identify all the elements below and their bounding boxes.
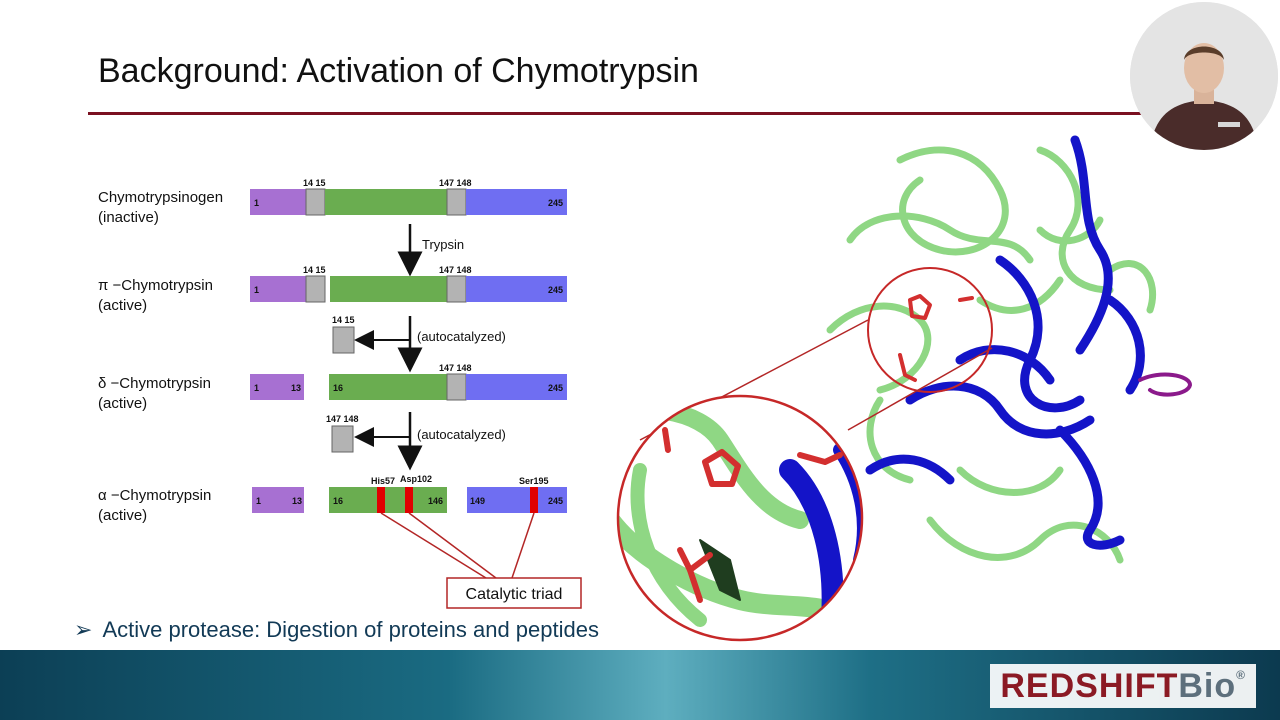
residue-1-alpha: 1 [256, 496, 261, 506]
logo-registered-mark: ® [1236, 668, 1246, 682]
label-his57: His57 [371, 476, 395, 486]
residue-16-alpha: 16 [333, 496, 343, 506]
logo-bio: Bio [1178, 666, 1237, 705]
row-label-delta: δ −Chymotrypsin [98, 375, 211, 392]
residue-1: 1 [254, 198, 259, 208]
bar-pi-chymotrypsin [250, 275, 567, 303]
residue-245-alpha: 245 [548, 496, 563, 506]
residue-1-pi: 1 [254, 285, 259, 295]
step-autocatalyzed-1: (autocatalyzed) [417, 329, 506, 344]
row-state-chymotrypsinogen: (inactive) [98, 209, 159, 226]
residue-16-delta: 16 [333, 383, 343, 393]
residue-13-delta: 13 [291, 383, 301, 393]
residue-245: 245 [548, 198, 563, 208]
cleaved-dipeptide-14-15 [332, 326, 355, 354]
bullet-active-protease: ➢Active protease: Digestion of proteins … [74, 617, 599, 642]
residue-13-alpha: 13 [292, 496, 302, 506]
arrowhead-bullet-icon: ➢ [74, 617, 93, 642]
bar-alpha-chymotrypsin [252, 487, 567, 513]
row-state-delta: (active) [98, 395, 147, 412]
row-label-alpha: α −Chymotrypsin [98, 487, 211, 504]
row-label-chymotrypsinogen: Chymotrypsinogen [98, 189, 223, 206]
label-ser195: Ser195 [519, 476, 549, 486]
residue-245-pi: 245 [548, 285, 563, 295]
cleaved-label-147-148: 147 148 [326, 414, 359, 424]
position-147-148-pi: 147 148 [439, 265, 472, 275]
residue-146-alpha: 146 [428, 496, 443, 506]
slide-title: Background: Activation of Chymotrypsin [98, 52, 699, 90]
cleaved-dipeptide-147-148 [331, 425, 354, 453]
cleaved-label-14-15: 14 15 [332, 315, 355, 325]
step-autocatalyzed-2: (autocatalyzed) [417, 427, 506, 442]
position-14-15: 14 15 [303, 178, 326, 188]
row-state-alpha: (active) [98, 507, 147, 524]
residue-245-delta: 245 [548, 383, 563, 393]
residue-149-alpha: 149 [470, 496, 485, 506]
position-147-148-delta: 147 148 [439, 363, 472, 373]
logo-redshift: REDSHIFT [1000, 666, 1179, 705]
catalytic-triad-callout [446, 577, 582, 609]
row-label-pi: π −Chymotrypsin [98, 277, 213, 294]
title-divider [88, 112, 1148, 115]
bar-delta-chymotrypsin [250, 373, 567, 401]
presenter-webcam [1130, 2, 1278, 150]
label-asp102: Asp102 [400, 474, 432, 484]
position-147-148: 147 148 [439, 178, 472, 188]
residue-1-delta: 1 [254, 383, 259, 393]
step-trypsin: Trypsin [422, 237, 464, 252]
active-site-zoom [616, 394, 864, 642]
row-state-pi: (active) [98, 297, 147, 314]
position-14-15-pi: 14 15 [303, 265, 326, 275]
protein-structure [826, 135, 1192, 564]
bar-chymotrypsinogen [250, 188, 567, 216]
catalytic-triad-label: Catalytic triad [466, 586, 563, 603]
